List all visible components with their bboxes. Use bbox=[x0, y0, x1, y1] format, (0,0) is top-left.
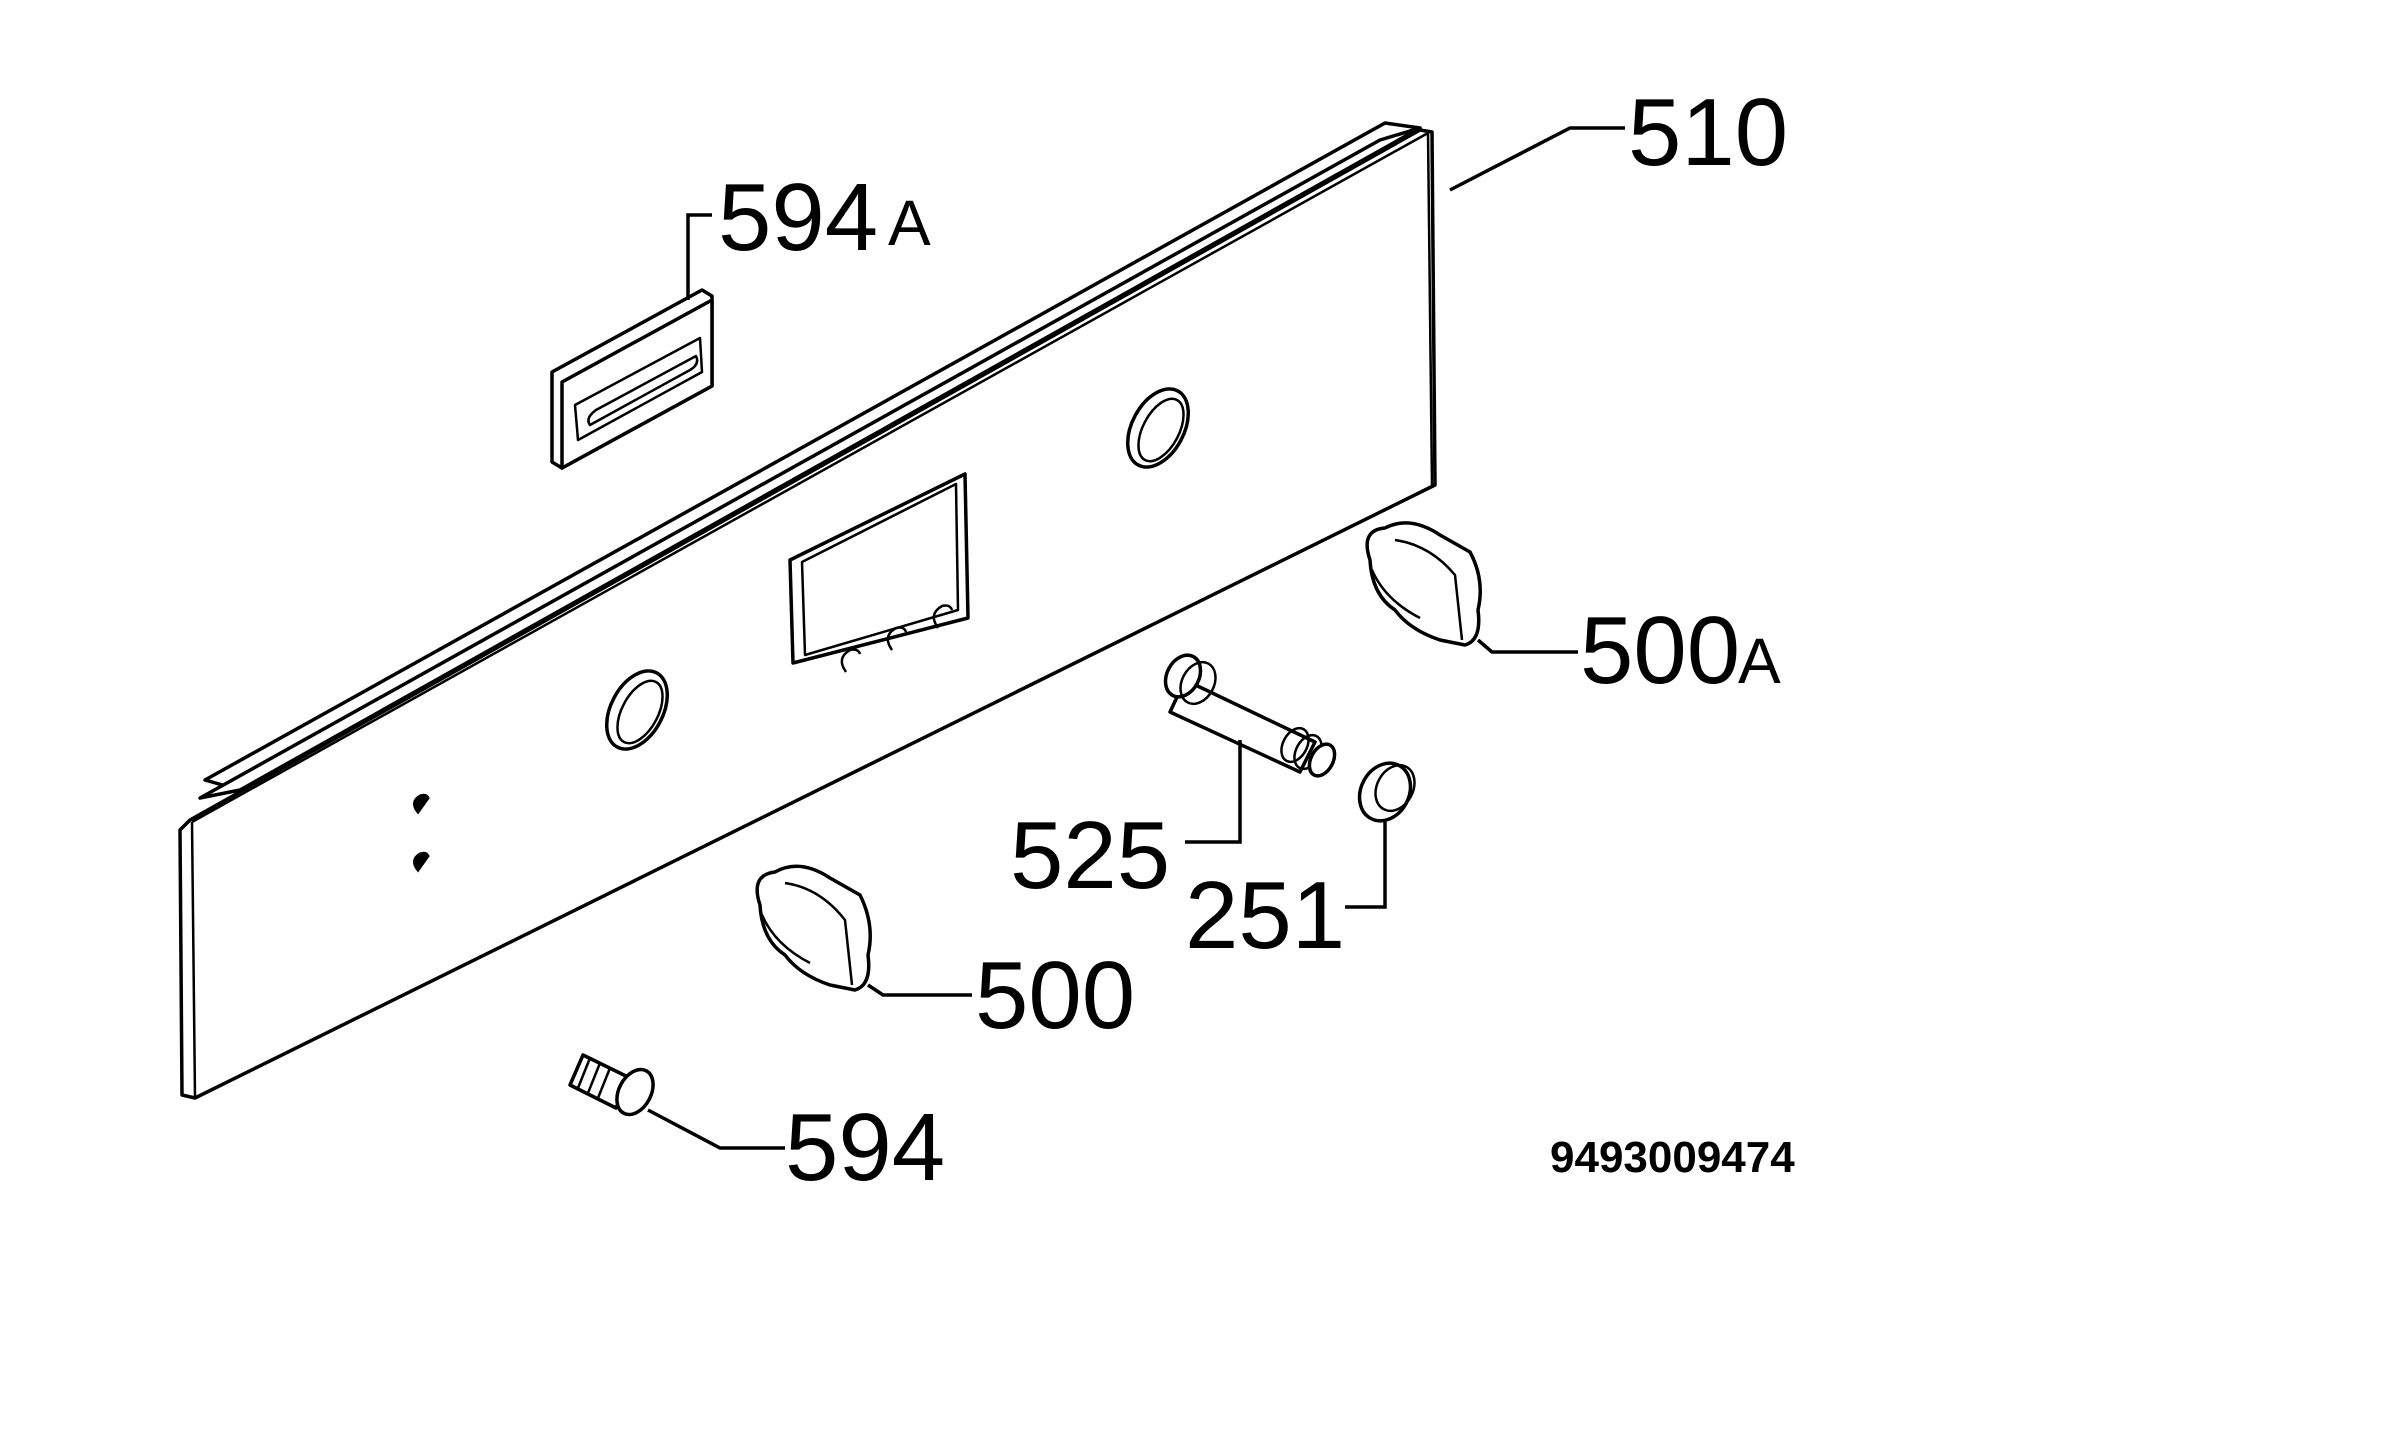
callout-510: 510 bbox=[1628, 79, 1788, 186]
knob-hole-right-inner bbox=[1137, 397, 1185, 463]
callout-594a: 594 bbox=[718, 164, 878, 271]
document-number: 9493009474 bbox=[1550, 1133, 1795, 1182]
shaft-525-ring-1 bbox=[1280, 726, 1310, 764]
panel-top-edge bbox=[191, 131, 1429, 824]
knob-500-body bbox=[755, 864, 872, 992]
callout-251: 251 bbox=[1185, 862, 1345, 969]
badge-slot-outer bbox=[573, 336, 704, 442]
knob-500a-grip bbox=[1394, 538, 1464, 641]
shaft-525 bbox=[1163, 653, 1337, 778]
indicator-lamp-2 bbox=[413, 851, 430, 873]
control-panel-510 bbox=[178, 121, 1437, 1100]
callout-594: 594 bbox=[785, 1094, 945, 1201]
callout-500: 500 bbox=[975, 942, 1135, 1049]
screw-594-thread-1 bbox=[576, 1057, 592, 1089]
button-hole-1 bbox=[840, 648, 862, 673]
shaft-525-head-ring bbox=[1179, 660, 1217, 706]
leader-500 bbox=[867, 983, 972, 997]
knob-hole-left bbox=[604, 669, 670, 751]
badge-594a bbox=[550, 288, 714, 470]
panel-left-edge bbox=[190, 821, 197, 1099]
callout-500a: 500 bbox=[1580, 597, 1740, 704]
badge-front bbox=[560, 298, 714, 470]
panel-right-edge bbox=[1426, 132, 1434, 486]
screw-594-head bbox=[615, 1067, 655, 1117]
leader-594 bbox=[647, 1108, 785, 1150]
shaft-525-tip bbox=[1307, 742, 1337, 778]
screw-594-thread-2 bbox=[586, 1062, 602, 1094]
display-window-inner bbox=[800, 482, 960, 657]
cap-251 bbox=[1357, 761, 1416, 823]
knob-500-rim bbox=[760, 914, 811, 965]
leader-525 bbox=[1185, 740, 1242, 844]
cap-251-body bbox=[1357, 761, 1413, 823]
button-hole-3 bbox=[932, 604, 954, 629]
knob-500 bbox=[755, 864, 872, 992]
indicator-lamp-1 bbox=[413, 793, 430, 815]
knob-500-grip bbox=[784, 881, 854, 986]
leader-251 bbox=[1345, 822, 1387, 909]
display-window bbox=[788, 472, 970, 665]
callout-525: 525 bbox=[1010, 802, 1170, 909]
leader-500a bbox=[1476, 638, 1578, 654]
knob-hole-right bbox=[1125, 387, 1191, 469]
callout-500a-suffix: A bbox=[1738, 625, 1781, 697]
knob-hole-left-inner bbox=[616, 679, 664, 745]
callout-594a-suffix: A bbox=[888, 187, 931, 259]
knob-500a-body bbox=[1365, 521, 1482, 647]
screw-594 bbox=[568, 1053, 655, 1117]
shaft-525-rod bbox=[1168, 678, 1317, 774]
button-hole-2 bbox=[886, 626, 908, 651]
leader-594a bbox=[686, 213, 712, 300]
panel-top-rail-edge bbox=[198, 126, 1422, 800]
knob-500a bbox=[1365, 521, 1482, 647]
badge-slot-inner bbox=[587, 354, 699, 427]
cap-251-rim bbox=[1374, 763, 1416, 813]
leader-510 bbox=[1449, 126, 1625, 192]
screw-594-thread-3 bbox=[596, 1067, 612, 1099]
knob-500a-rim bbox=[1370, 569, 1421, 620]
